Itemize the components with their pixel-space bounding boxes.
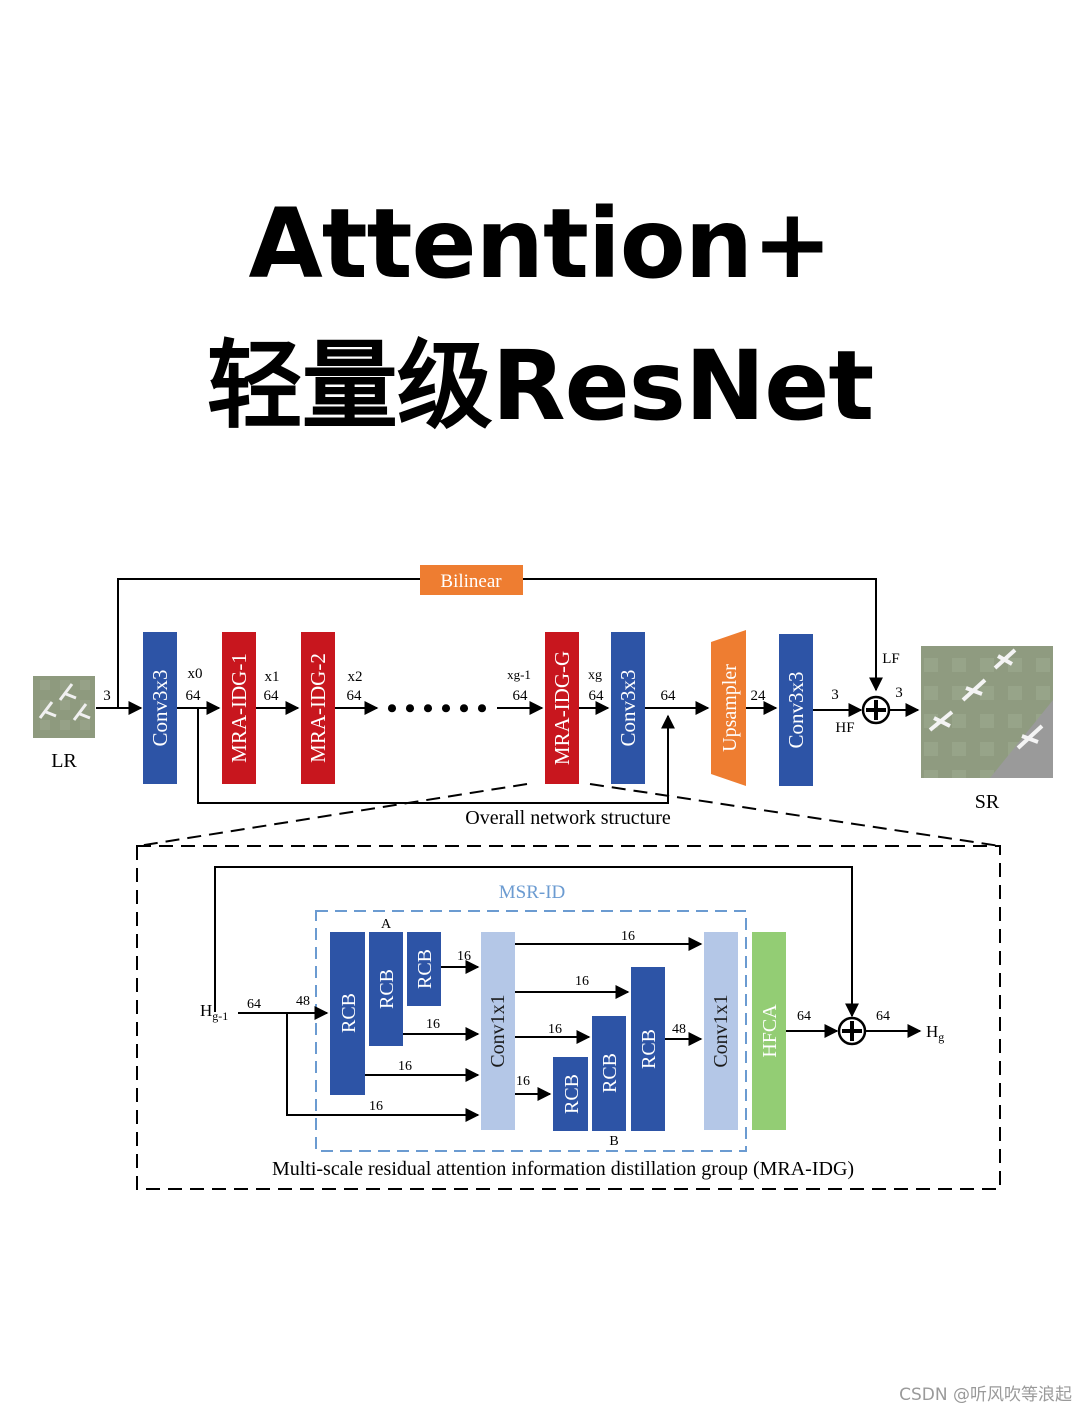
title-line-1: Attention+: [248, 188, 832, 300]
mra-idg-2-label: MRA-IDG-2: [306, 653, 330, 763]
rcb-label-3: RCB: [414, 949, 436, 989]
lbl-16-bottom: 16: [369, 1099, 383, 1114]
lbl-16-c1: 16: [621, 929, 635, 944]
lbl-x2: x2: [348, 669, 363, 685]
rcb-block-2: [369, 932, 403, 1046]
msr-id-label: MSR-ID: [499, 882, 566, 903]
upsampler-label: Upsampler: [719, 664, 741, 752]
mra-idg-2-block: [301, 632, 335, 784]
lbl-64-out: 64: [876, 1009, 890, 1024]
conv3x3-in-block: [143, 632, 177, 784]
lbl-lf: LF: [882, 651, 900, 667]
hg-out-label: Hg: [926, 1022, 944, 1044]
lbl-3b: 3: [831, 687, 839, 703]
lbl-64c: 64: [347, 688, 363, 704]
detail-caption: Multi-scale residual attention informati…: [272, 1158, 854, 1180]
rcb-block-6: [631, 967, 665, 1131]
lbl-16-c4: 16: [516, 1074, 530, 1089]
rcb-block-4: [553, 1057, 588, 1131]
hfca-label: HFCA: [759, 1004, 781, 1058]
hfca-block: [752, 932, 786, 1130]
conv3x3-out-block: [779, 634, 813, 786]
mra-idg-g-block: [545, 632, 579, 784]
sum-node-overall: [861, 695, 891, 725]
hg-in-label: Hg-1: [200, 1001, 228, 1023]
conv1x1-block-2: [704, 932, 738, 1130]
lbl-64a: 64: [186, 688, 202, 704]
lr-image: [33, 676, 95, 738]
lbl-x0: x0: [188, 666, 203, 682]
upsampler-block: [711, 630, 746, 786]
lbl-64d: 64: [513, 688, 529, 704]
conv3x3-mid-label: Conv3x3: [616, 669, 640, 746]
lbl-64e: 64: [589, 688, 605, 704]
lbl-hf: HF: [835, 720, 854, 736]
bilinear-box: [420, 565, 523, 595]
lbl-16-r3: 16: [457, 949, 471, 964]
conv1x1-block-1: [481, 932, 515, 1130]
conv3x3-in-label: Conv3x3: [148, 669, 172, 746]
ellipsis-dots: • • • • • •: [387, 692, 488, 725]
conv3x3-out-label: Conv3x3: [784, 671, 808, 748]
lbl-3a: 3: [103, 688, 111, 704]
rcb-label-6: RCB: [638, 1029, 660, 1069]
rcb-label-5: RCB: [599, 1053, 621, 1093]
lbl-64-hfca: 64: [797, 1009, 811, 1024]
msr-id-frame: [315, 910, 747, 1152]
watermark: CSDN @听风吹等浪起: [899, 1385, 1072, 1405]
lbl-64f: 64: [661, 688, 677, 704]
lbl-24: 24: [751, 688, 767, 704]
conv3x3-mid-block: [611, 632, 645, 784]
title-line-2: 轻量级ResNet: [206, 330, 875, 442]
global-skip-path: [197, 708, 675, 804]
mra-idg-1-block: [222, 632, 256, 784]
lbl-64b: 64: [264, 688, 280, 704]
rcb-block-1: [330, 932, 365, 1095]
conv1x1-label-1: Conv1x1: [487, 994, 509, 1067]
lbl-16-c2: 16: [575, 974, 589, 989]
lr-label: LR: [51, 750, 77, 772]
lbl-48-mid: 48: [672, 1022, 686, 1037]
sr-image: [921, 646, 1053, 778]
mra-idg-g-label: MRA-IDG-G: [550, 651, 574, 765]
overall-caption: Overall network structure: [465, 807, 671, 829]
rcb-block-5: [592, 1016, 626, 1131]
lbl-16-r2: 16: [426, 1017, 440, 1032]
lbl-a: A: [381, 917, 392, 932]
bilinear-label: Bilinear: [440, 571, 502, 592]
lbl-3c: 3: [895, 685, 903, 701]
lbl-xg1: xg-1: [507, 667, 531, 682]
rcb-label-2: RCB: [376, 969, 398, 1009]
lbl-b: B: [609, 1134, 618, 1149]
lbl-16-r1: 16: [398, 1059, 412, 1074]
rcb-label-4: RCB: [561, 1074, 583, 1114]
lbl-16-c3: 16: [548, 1022, 562, 1037]
conv1x1-label-2: Conv1x1: [710, 994, 732, 1067]
detail-skip-path: [214, 866, 859, 1018]
rcb-label-1: RCB: [338, 993, 360, 1033]
mra-idg-detail-frame: [136, 845, 1001, 1190]
lbl-64-in: 64: [247, 997, 261, 1012]
sum-node-detail: [837, 1016, 867, 1046]
rcb-block-3: [407, 932, 441, 1006]
mra-idg-1-label: MRA-IDG-1: [227, 653, 251, 763]
network-diagram: Bilinear LR 3 Conv3x3 x0 64 MRA-IDG-1 x1…: [33, 565, 1053, 1190]
lbl-x1: x1: [265, 669, 280, 685]
sr-label: SR: [975, 791, 1000, 813]
lbl-xg: xg: [588, 668, 602, 683]
lbl-48-in: 48: [296, 994, 310, 1009]
